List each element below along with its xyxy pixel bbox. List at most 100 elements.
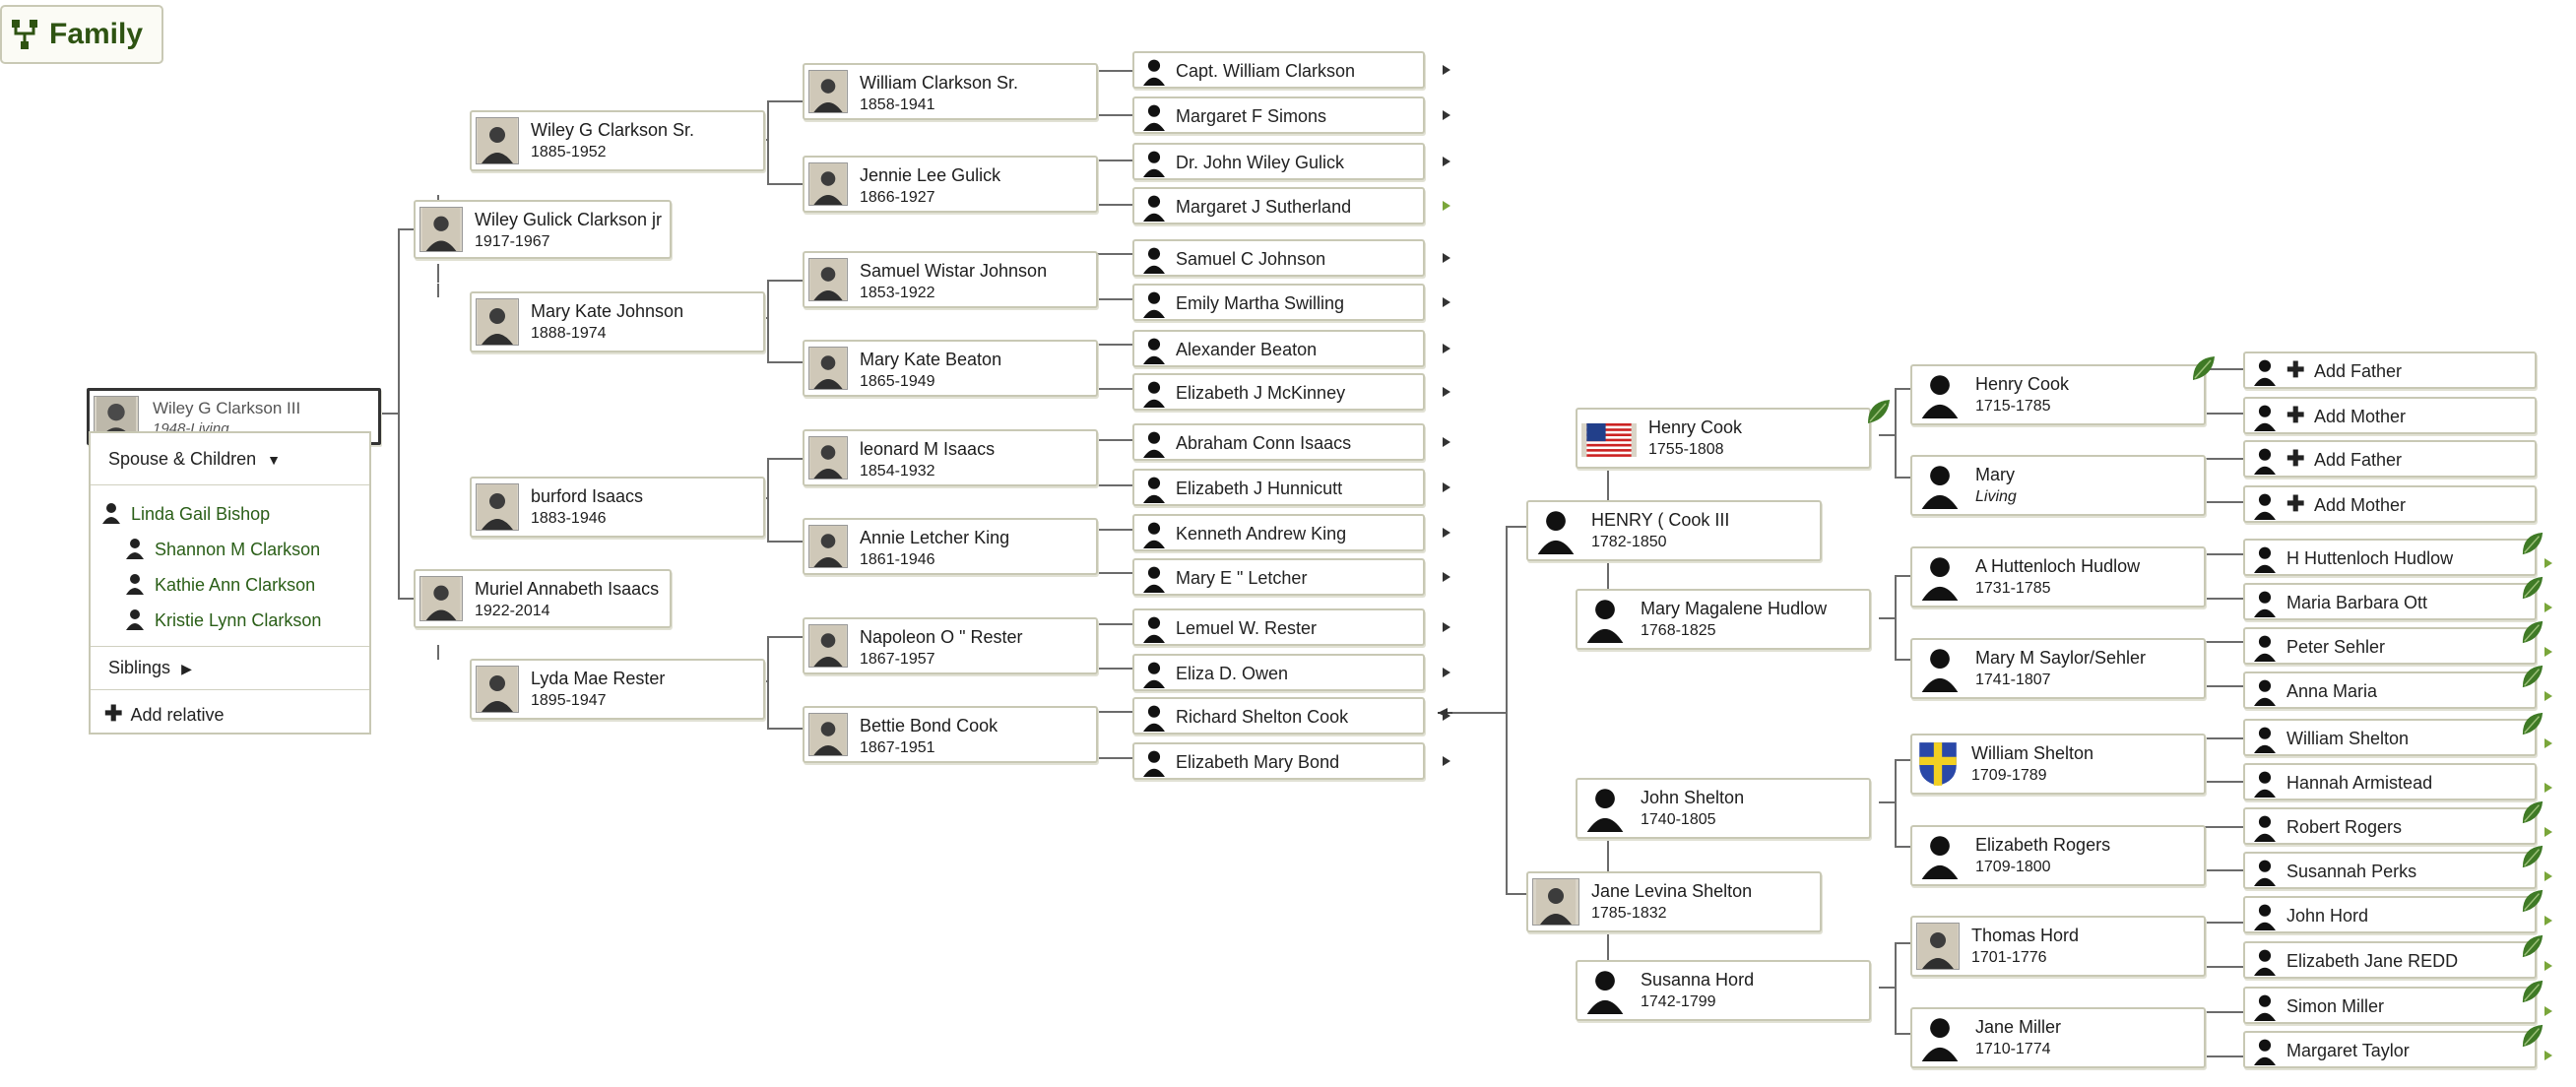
ancestor-card[interactable]: Emily Martha Swilling [1132,284,1425,321]
add-parent-button[interactable]: ✚Add Mother [2243,397,2537,434]
expand-arrow-icon[interactable] [2544,827,2552,837]
ancestor-card[interactable]: Samuel C Johnson [1132,239,1425,277]
expand-arrow-icon[interactable] [1443,482,1450,492]
expand-arrow-icon[interactable] [1443,110,1450,120]
expand-arrow-icon[interactable] [2544,783,2552,793]
ancestor-card[interactable]: Richard Shelton Cook [1132,697,1425,735]
add-relative-button[interactable]: ✚ Add relative [104,701,369,727]
add-parent-button[interactable]: ✚Add Father [2243,440,2537,478]
ancestor-card[interactable]: Hannah Armistead [2243,763,2537,800]
hint-leaf-icon[interactable] [2521,575,2544,601]
ancestor-card[interactable]: Peter Sehler [2243,627,2537,665]
spouse-link[interactable]: Linda Gail Bishop [102,502,369,525]
ancestor-card[interactable]: Maria Barbara Ott [2243,583,2537,620]
expand-arrow-icon[interactable] [2544,961,2552,971]
spouse-children-toggle[interactable]: Spouse & Children ▼ [108,449,369,470]
ancestor-card[interactable]: Abraham Conn Isaacs [1132,423,1425,461]
expand-arrow-icon[interactable] [2544,871,2552,881]
ancestor-card[interactable]: Elizabeth Mary Bond [1132,742,1425,780]
expand-arrow-icon[interactable] [2544,738,2552,748]
expand-arrow-icon[interactable] [1443,157,1450,166]
ancestor-card[interactable]: Margaret Taylor [2243,1031,2537,1068]
expand-arrow-icon[interactable] [1443,711,1450,721]
siblings-toggle[interactable]: Siblings ▶ [108,658,369,678]
ancestor-card[interactable]: Robert Rogers [2243,807,2537,845]
ancestor-card[interactable]: Margaret F Simons [1132,96,1425,134]
expand-arrow-icon[interactable] [2544,691,2552,701]
ancestor-card[interactable]: Elizabeth J Hunnicutt [1132,469,1425,506]
hint-leaf-icon[interactable] [2521,933,2544,959]
hint-leaf-icon[interactable] [2521,711,2544,736]
hint-leaf-icon[interactable] [2191,354,2217,382]
expand-arrow-icon[interactable] [2544,603,2552,612]
ancestor-card[interactable]: Kenneth Andrew King [1132,514,1425,551]
expand-arrow-icon[interactable] [1443,297,1450,307]
ancestor-card[interactable]: Lemuel W. Rester [1132,608,1425,646]
expand-arrow-icon[interactable] [1443,201,1450,211]
expand-arrow-icon[interactable] [2544,647,2552,657]
ancestor-card[interactable]: Anna Maria [2243,671,2537,709]
ancestor-card[interactable]: Eliza D. Owen [1132,654,1425,691]
hint-leaf-icon[interactable] [2521,619,2544,645]
person-card[interactable]: Wiley G Clarkson Sr.1885-1952 [470,110,765,171]
expand-arrow-icon[interactable] [1443,253,1450,263]
hint-leaf-icon[interactable] [2521,531,2544,556]
ancestor-card[interactable]: Simon Miller [2243,987,2537,1024]
family-header[interactable]: Family [0,5,163,64]
add-parent-button[interactable]: ✚Add Mother [2243,485,2537,523]
child-link[interactable]: Kathie Ann Clarkson [126,573,369,596]
ancestor-card[interactable]: Margaret J Sutherland [1132,187,1425,224]
ancestor-card[interactable]: H Huttenloch Hudlow [2243,539,2537,576]
child-link[interactable]: Kristie Lynn Clarkson [126,608,369,631]
add-parent-button[interactable]: ✚Add Father [2243,352,2537,389]
expand-arrow-icon[interactable] [1443,65,1450,75]
hint-leaf-icon[interactable] [2521,844,2544,869]
ancestor-card[interactable]: Mary E " Letcher [1132,558,1425,596]
ancestor-card[interactable]: Elizabeth J McKinney [1132,373,1425,411]
expand-arrow-icon[interactable] [1443,387,1450,397]
ancestor-card[interactable]: Susannah Perks [2243,852,2537,889]
hint-leaf-icon[interactable] [2521,979,2544,1004]
expand-arrow-icon[interactable] [2544,1006,2552,1016]
expand-arrow-icon[interactable] [1443,668,1450,677]
expand-arrow-icon[interactable] [1443,756,1450,766]
hint-leaf-icon[interactable] [2521,799,2544,825]
ancestor-card[interactable]: John Hord [2243,896,2537,933]
ancestor-card[interactable]: William Shelton [2243,719,2537,756]
person-card[interactable]: William Clarkson Sr.1858-1941 [803,63,1098,120]
ancestor-card[interactable]: Alexander Beaton [1132,330,1425,367]
hint-leaf-icon[interactable] [2521,1023,2544,1049]
ancestor-card[interactable]: Dr. John Wiley Gulick [1132,143,1425,180]
expand-arrow-icon[interactable] [2544,916,2552,926]
hint-leaf-icon[interactable] [2521,664,2544,689]
expand-arrow-icon[interactable] [1443,437,1450,447]
expand-arrow-icon[interactable] [2544,1051,2552,1060]
hint-leaf-icon[interactable] [2521,888,2544,914]
child-link[interactable]: Shannon M Clarkson [126,538,369,560]
expand-arrow-icon[interactable] [1443,344,1450,353]
